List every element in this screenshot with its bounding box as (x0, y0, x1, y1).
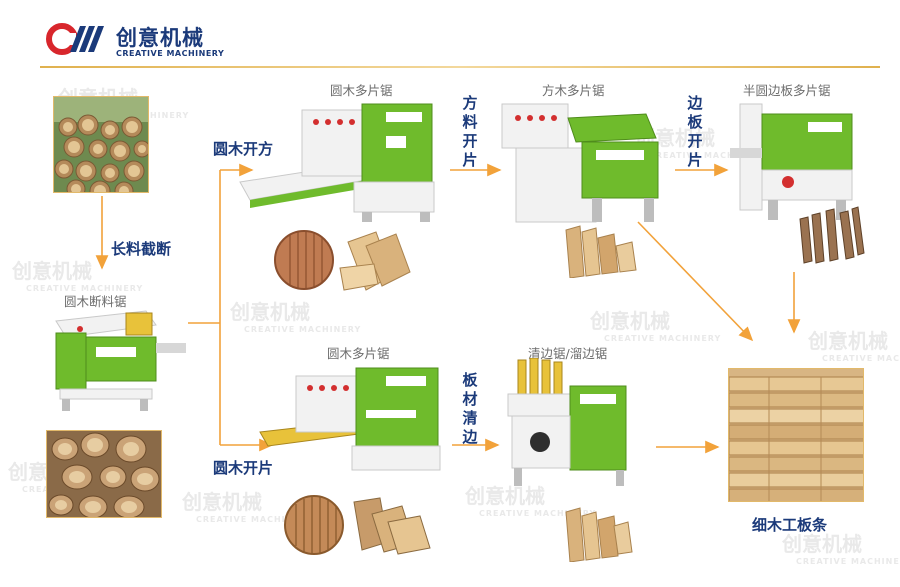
label-half-round-edge-multi-saw: 半圆边板多片锯 (743, 83, 831, 98)
header-rule (40, 66, 880, 68)
label-log-squaring: 圆木开方 (213, 140, 274, 158)
label-round-log-multi-saw-bottom: 圆木多片锯 (327, 346, 390, 361)
log-cutoff-saw-machine (55, 310, 186, 411)
label-log-cutoff-saw: 圆木断料锯 (64, 294, 127, 309)
square-timber-multi-saw-machine (501, 103, 659, 223)
header: 创意机械 CREATIVE MACHINERY (0, 0, 900, 70)
label-board-edging: 板材清边 (462, 371, 478, 446)
label-edge-to-slices: 边板开片 (687, 94, 703, 169)
label-log-slicing: 圆木开片 (213, 459, 274, 477)
half-round-edge-multi-saw-machine (730, 103, 853, 220)
final-product-photo (728, 368, 864, 502)
log-squaring-output (274, 230, 411, 291)
brand-name-en: CREATIVE MACHINERY (116, 49, 225, 58)
cut-logs-photo (46, 430, 162, 518)
brand-logo-icon (46, 23, 104, 55)
label-cut-to-length: 长料截断 (111, 240, 172, 258)
edge-slices-output (799, 206, 865, 264)
round-log-multi-saw-bottom-machine (259, 367, 441, 471)
edged-boards-output (565, 507, 633, 562)
label-square-timber-multi-saw: 方木多片锯 (542, 83, 605, 98)
square-slices-output (565, 225, 637, 278)
label-round-log-multi-saw-top: 圆木多片锯 (330, 83, 393, 98)
log-slicing-output (284, 495, 431, 555)
round-log-multi-saw-top-machine (239, 103, 435, 222)
brand-name: 创意机械 (116, 26, 204, 50)
edging-saw-machine (507, 358, 627, 486)
label-square-to-slices: 方料开片 (462, 94, 478, 169)
label-edging-saw: 清边锯/溜边锯 (528, 346, 608, 361)
log-pile-photo (53, 96, 149, 193)
arrow-diagonal-to-product (637, 221, 754, 342)
label-final-product: 细木工板条 (752, 516, 828, 534)
